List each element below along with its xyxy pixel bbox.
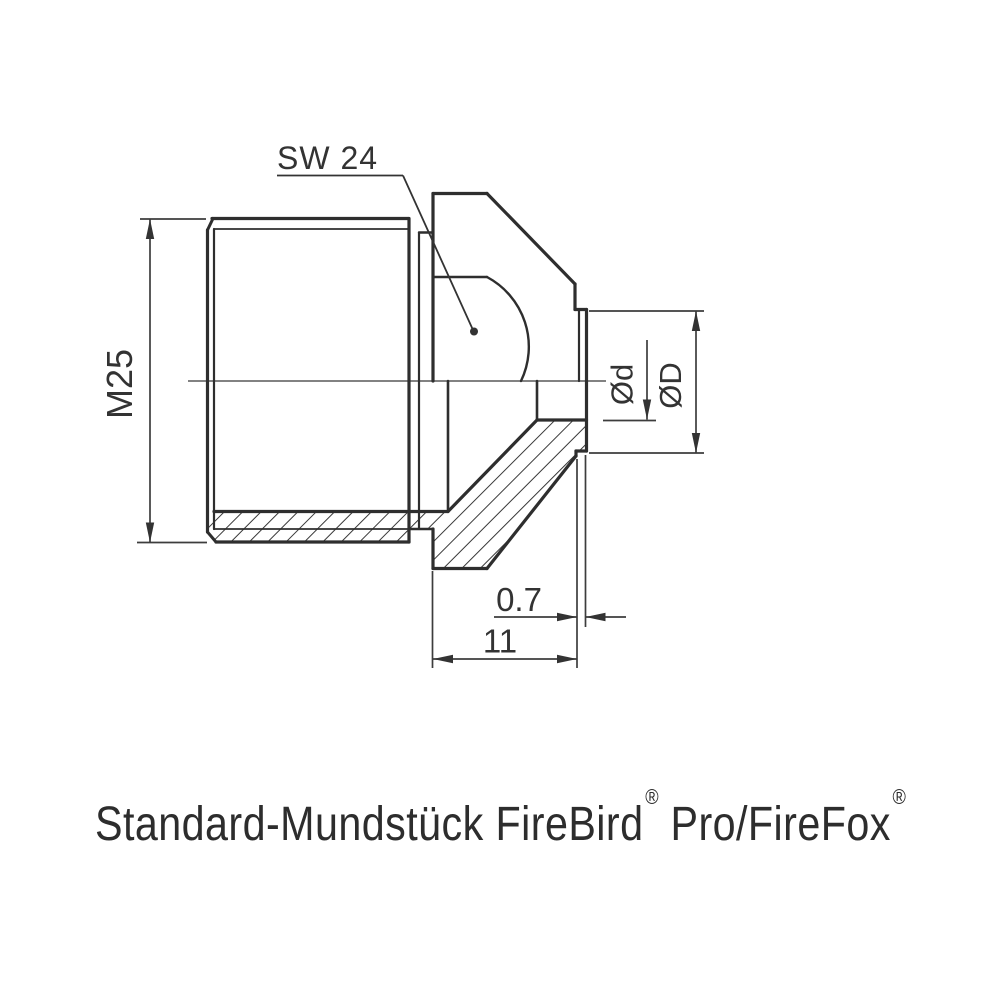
part-section-lower: [212, 379, 589, 571]
dimension-outer-diameter: [589, 310, 704, 454]
tip-length-label: 11: [483, 623, 517, 660]
dimension-tip-length: [431, 571, 577, 668]
leader-dot: [470, 327, 478, 336]
part-outline-upper: [205, 191, 589, 544]
caption-product-name: Standard-Mundstück FireBird: [94, 798, 644, 851]
outer-diameter-arrow-bottom: [691, 433, 701, 453]
inner-diameter-arrow: [642, 399, 652, 420]
outer-diameter-label: ØD: [653, 362, 688, 409]
tip-wall-arrow-left: [557, 612, 577, 622]
outer-diameter-arrow-top: [691, 311, 701, 331]
section-hatching: [207, 420, 587, 569]
m25-arrow-bottom: [145, 522, 155, 543]
tip-length-arrow-right: [557, 654, 577, 664]
sw24-label: SW 24: [277, 140, 378, 176]
registered-mark: ®: [644, 785, 659, 809]
tip-length-arrow-left: [433, 654, 453, 664]
product-caption: Standard-Mundstück FireBird® Pro/FireFox…: [0, 786, 1000, 852]
tip-wall-arrow-right: [585, 612, 606, 622]
inner-diameter-label: Ød: [605, 364, 640, 405]
sw24-leader: [277, 174, 474, 331]
m25-arrow-top: [145, 219, 155, 239]
tip-wall-label: 0.7: [496, 581, 542, 618]
m25-label: M25: [99, 349, 140, 419]
caption-text: Standard-Mundstück FireBird® Pro/FireFox…: [94, 786, 906, 852]
dimension-m25: [137, 218, 207, 544]
caption-variant: Pro/FireFox: [658, 798, 891, 851]
registered-mark: ®: [892, 785, 906, 809]
